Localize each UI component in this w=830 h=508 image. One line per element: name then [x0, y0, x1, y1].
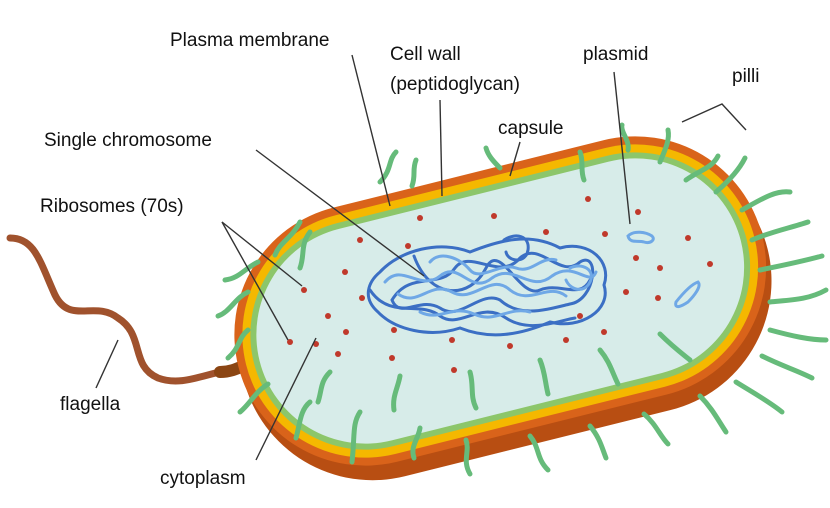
ribosome: [655, 295, 661, 301]
label-plasmid: plasmid: [583, 44, 648, 65]
pilus: [225, 327, 251, 361]
label-pilli: pilli: [732, 66, 759, 87]
leader-plasma-membrane: [351, 54, 391, 207]
pilus: [483, 145, 503, 171]
ribosome: [623, 289, 629, 295]
pili-group: [215, 122, 829, 477]
ribosome: [601, 329, 607, 335]
ribosome: [359, 295, 365, 301]
label-cell-wall: Cell wall: [390, 44, 461, 65]
leader-cytoplasm: [255, 337, 317, 461]
pilus: [759, 353, 815, 381]
pilus: [749, 219, 811, 243]
pilus: [757, 253, 825, 273]
pilus: [713, 155, 748, 195]
ribosome: [602, 231, 608, 237]
ribosome: [577, 313, 583, 319]
ribosome: [389, 355, 395, 361]
leader-ribosome-a: [221, 221, 303, 287]
ribosome: [342, 269, 348, 275]
ribosome: [585, 196, 591, 202]
ribosome: [543, 229, 549, 235]
pilus: [657, 127, 671, 165]
pilus: [767, 327, 829, 343]
leader-chromosome: [255, 149, 425, 277]
ribosome: [287, 339, 293, 345]
ribosome: [391, 327, 397, 333]
pilus: [641, 411, 671, 447]
leader-cell-wall: [439, 99, 443, 197]
ribosome: [633, 255, 639, 261]
pilus: [349, 409, 363, 465]
pilus: [410, 425, 423, 461]
pilus: [587, 423, 609, 461]
label-plasma-membrane: Plasma membrane: [170, 30, 329, 51]
pilus: [697, 393, 729, 435]
ribosome: [635, 209, 641, 215]
leader-flagella: [95, 339, 119, 389]
ribosome: [507, 343, 513, 349]
plasmid-shape: [674, 280, 701, 309]
leader-lines: [95, 54, 747, 461]
pilus: [657, 331, 693, 363]
ribosome: [301, 287, 307, 293]
pilus: [577, 149, 587, 183]
chromosome: [366, 234, 608, 337]
pilus: [237, 381, 271, 415]
ribosome: [335, 351, 341, 357]
pilus: [597, 347, 621, 387]
leader-plasmid: [613, 71, 631, 225]
pilus: [293, 399, 313, 441]
plasmid-shape: [626, 230, 655, 244]
pilus: [683, 153, 721, 183]
label-flagella: flagella: [60, 394, 121, 415]
pilus: [222, 259, 261, 283]
label-cytoplasm: cytoplasm: [160, 468, 246, 489]
leader-capsule: [509, 141, 521, 177]
pilus: [767, 287, 829, 305]
pilus: [537, 357, 551, 397]
pilus: [315, 369, 333, 405]
pilus: [739, 189, 793, 213]
ribosome: [563, 337, 569, 343]
pilus: [215, 289, 251, 319]
ribosome: [357, 237, 363, 243]
ribosome: [417, 215, 423, 221]
ribosome: [707, 261, 713, 267]
ribosome: [343, 329, 349, 335]
pilus: [409, 157, 419, 189]
ribosome: [491, 213, 497, 219]
ribosome: [325, 313, 331, 319]
ribosomes: [287, 196, 713, 373]
pilus: [272, 219, 303, 258]
pilus: [297, 229, 313, 271]
label-single-chromosome: Single chromosome: [44, 130, 212, 151]
flagellum: [6, 234, 249, 385]
pilus: [619, 122, 631, 153]
pilus: [527, 433, 551, 473]
ribosome: [405, 243, 411, 249]
pilus: [733, 379, 785, 415]
label-ribosomes: Ribosomes (70s): [40, 196, 184, 217]
leader-pilli: [681, 103, 747, 131]
ribosome: [449, 337, 455, 343]
ribosome: [685, 235, 691, 241]
cell-body: [234, 136, 772, 481]
ribosome: [451, 367, 457, 373]
pilus: [467, 369, 479, 411]
label-capsule: capsule: [498, 118, 564, 139]
pilus: [391, 373, 403, 413]
pilus: [463, 437, 473, 477]
leader-ribosome-b: [221, 221, 289, 341]
label-cell-wall-sub: (peptidoglycan): [390, 74, 520, 95]
ribosome: [657, 265, 663, 271]
